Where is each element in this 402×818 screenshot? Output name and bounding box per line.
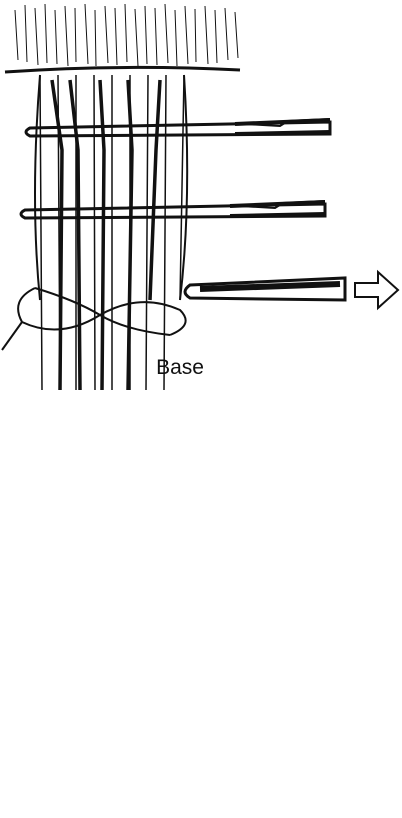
top-tissue-bundle — [34, 74, 189, 391]
top-rim — [4, 65, 241, 74]
top-clamp-1 — [24, 117, 332, 138]
top-ligature — [1, 287, 187, 351]
top-vessels — [50, 79, 162, 391]
base-label: Base — [156, 356, 204, 379]
withdraw-arrow-icon — [354, 269, 400, 311]
withdrawn-clamp — [183, 276, 347, 302]
top-clamp-2 — [19, 199, 327, 220]
top-tissue-fringe — [14, 3, 239, 67]
top-panel — [1, 3, 400, 391]
